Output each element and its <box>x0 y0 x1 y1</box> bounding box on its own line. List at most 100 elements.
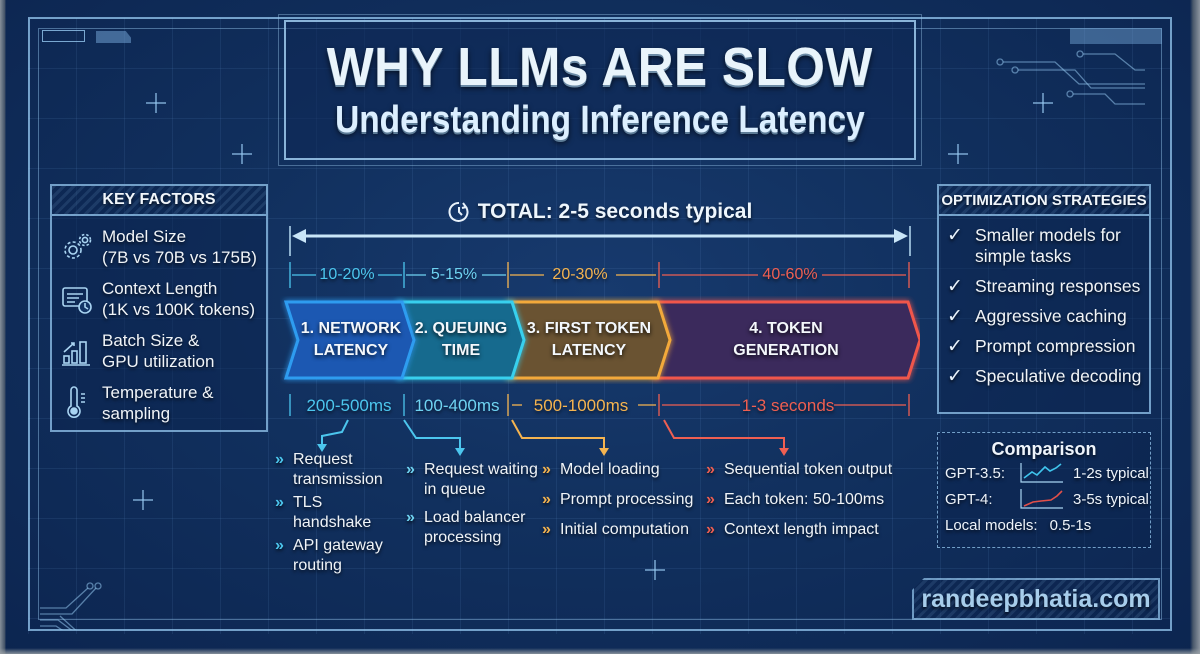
factor-detail: sampling <box>102 404 171 423</box>
share-token-generation: 40-60% <box>762 266 818 283</box>
list-item: »Context length impact <box>706 521 879 538</box>
factor-item-model-size: Model Size (7B vs 70B vs 175B) <box>60 226 266 268</box>
clock-icon <box>448 201 469 222</box>
duration-token-generation: 1-3 seconds <box>741 396 835 415</box>
chevron-right-icon: » <box>406 461 415 478</box>
checkmark-icon: ✓ <box>947 276 963 297</box>
list-item: »API gateway routing <box>275 537 383 574</box>
crosshair-icon <box>645 560 665 580</box>
share-span-lines <box>289 262 910 288</box>
thermometer-icon <box>67 386 85 418</box>
document-clock-icon <box>62 287 92 314</box>
checkmark-icon: ✓ <box>947 225 963 246</box>
chevron-right-icon: » <box>275 451 284 468</box>
optimization-panel: OPTIMIZATION STRATEGIES ✓Smaller models … <box>937 184 1151 414</box>
page-title: WHY LLMs ARE SLOW <box>326 37 873 97</box>
crosshair-icon <box>133 490 153 510</box>
chevron-right-icon: » <box>406 509 415 526</box>
duration-network: 200-500ms <box>306 396 392 415</box>
comparison-row-gpt35: GPT-3.5: 1-2s typical <box>945 460 1150 486</box>
share-first-token: 20-30% <box>552 266 608 283</box>
factor-title: Model Size <box>102 227 187 246</box>
chevron-right-icon: » <box>542 491 551 508</box>
comparison-row-local: Local models: 0.5-1s <box>945 516 1092 534</box>
crosshair-icon <box>146 93 166 113</box>
factor-detail: (1K vs 100K tokens) <box>102 300 256 319</box>
chevron-right-icon: » <box>275 537 284 554</box>
chevron-right-icon: » <box>706 521 715 538</box>
factor-item-batch-size: Batch Size & GPU utilization <box>60 330 266 372</box>
worn-edge <box>0 0 6 654</box>
first-token-bullets: »Model loading »Prompt processing »Initi… <box>542 460 702 543</box>
strategy-item: ✓Aggressive caching <box>947 306 1127 327</box>
page-subtitle: Understanding Inference Latency <box>335 99 865 141</box>
comparison-heading: Comparison <box>991 439 1097 459</box>
network-bullets: »Request transmission »TLS handshake »AP… <box>275 450 397 579</box>
bar-chart-icon <box>62 341 90 366</box>
share-network: 10-20% <box>319 266 375 283</box>
factor-title: Temperature & <box>102 383 214 402</box>
key-factors-panel: KEY FACTORS Model Size (7B vs 70B vs 175… <box>50 184 268 432</box>
frame-tab-left-filled <box>96 31 131 43</box>
total-label: TOTAL: 2-5 seconds typical <box>290 200 910 224</box>
chevron-right-icon: » <box>542 461 551 478</box>
factor-item-temperature: Temperature & sampling <box>60 382 266 424</box>
frame-tab-right-filled <box>1070 28 1162 44</box>
crosshair-icon <box>1033 93 1053 113</box>
list-item: »Prompt processing <box>542 491 694 508</box>
duration-first-token: 500-1000ms <box>533 396 629 415</box>
factor-title: Context Length <box>102 279 218 298</box>
list-item: »Model loading <box>542 461 660 478</box>
chevron-right-icon: » <box>706 491 715 508</box>
strategy-item: ✓Streaming responses <box>947 276 1141 297</box>
duration-span-lines <box>289 394 910 456</box>
chevron-right-icon: » <box>706 461 715 478</box>
stage-chevrons <box>283 300 920 380</box>
list-item: »Request transmission <box>275 451 383 488</box>
worn-edge <box>1190 0 1200 654</box>
sparkline-icon <box>1020 463 1063 483</box>
strategy-item: ✓Speculative decoding <box>947 366 1142 387</box>
list-item: »Request waiting in queue <box>406 461 538 498</box>
factor-item-context-length: Context Length (1K vs 100K tokens) <box>60 278 266 320</box>
list-item: »Load balancer processing <box>406 509 526 546</box>
list-item: »Initial computation <box>542 521 689 538</box>
outer-frame <box>28 17 1172 631</box>
total-span-arrow <box>289 226 911 256</box>
token-generation-bullets: »Sequential token output »Each token: 50… <box>706 460 906 543</box>
chevron-right-icon: » <box>275 494 284 511</box>
chevron-right-icon: » <box>542 521 551 538</box>
circuit-decoration <box>40 582 102 630</box>
crosshair-icon <box>948 144 968 164</box>
list-item: »Sequential token output <box>706 461 893 478</box>
share-queuing: 5-15% <box>430 266 478 283</box>
optimization-heading: OPTIMIZATION STRATEGIES <box>939 186 1149 216</box>
frame-tab-left <box>42 30 85 42</box>
sparkline-icon <box>1020 489 1063 509</box>
checkmark-icon: ✓ <box>947 306 963 327</box>
title-box: WHY LLMs ARE SLOW Understanding Inferenc… <box>278 14 922 166</box>
list-item: »Each token: 50-100ms <box>706 491 885 508</box>
checkmark-icon: ✓ <box>947 336 963 357</box>
strategy-item: ✓Prompt compression <box>947 336 1136 357</box>
factor-detail: GPU utilization <box>102 352 215 371</box>
strategy-item: ✓Smaller models for simple tasks <box>947 225 1121 266</box>
queuing-bullets: »Request waiting in queue »Load balancer… <box>406 460 542 551</box>
list-item: »TLS handshake <box>275 494 372 531</box>
crosshair-icon <box>232 144 252 164</box>
key-factors-heading: KEY FACTORS <box>52 186 266 216</box>
site-url-link[interactable]: randeepbhatia.com <box>912 578 1160 620</box>
comparison-row-gpt4: GPT-4: 3-5s typical <box>945 486 1150 512</box>
circuit-decoration <box>996 50 1145 105</box>
gears-icon <box>64 233 92 259</box>
total-text: TOTAL: 2-5 seconds typical <box>477 200 753 223</box>
worn-edge <box>0 648 1200 654</box>
checkmark-icon: ✓ <box>947 366 963 387</box>
factor-title: Batch Size & <box>102 331 200 350</box>
comparison-panel: Comparison GPT-3.5: 1-2s typical GPT-4: … <box>937 432 1151 548</box>
